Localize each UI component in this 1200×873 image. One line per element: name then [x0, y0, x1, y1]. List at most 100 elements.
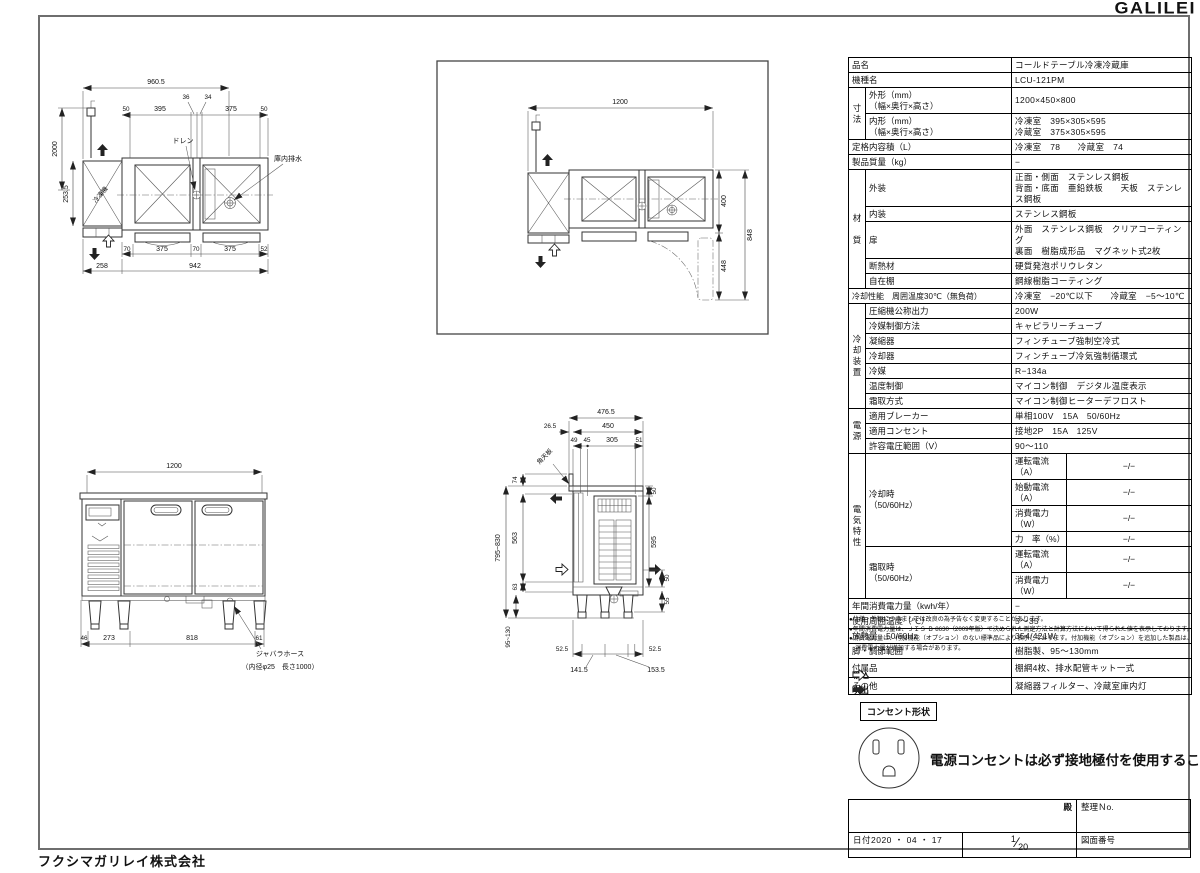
spec-row: 許容電圧範囲（V） 90～110	[849, 438, 1193, 454]
spec-row: 適用コンセント 接地2P 15A 125V	[849, 423, 1193, 439]
spec-value: −/−	[1066, 505, 1193, 532]
company-name: フクシマガリレイ株式会社	[38, 854, 207, 869]
dim-label: 253.5	[63, 185, 70, 203]
spec-row: 冷 却 装 置 圧縮機公称出力 200W	[848, 303, 1193, 409]
spec-label: 冷媒	[864, 363, 1013, 379]
drawing-number-cell: 図面番号	[1076, 832, 1191, 858]
dim-label: 61	[255, 635, 263, 642]
outlet-prong-slot	[897, 739, 905, 755]
spec-label: 内装	[864, 206, 1013, 222]
spec-value: マイコン制御ヒーターデフロスト	[1011, 393, 1193, 409]
blowout-arrow-icon	[97, 144, 108, 156]
spec-value: LCU-121PM	[1011, 72, 1193, 88]
spec-param: 力 率（%）	[1011, 531, 1068, 547]
spec-label: 冷却性能 周囲温度30℃（無負荷）	[847, 288, 1013, 304]
spec-param: 消費電力（W）	[1011, 505, 1068, 532]
sheet-slash: ⁄	[1015, 834, 1019, 850]
customer-name-cell: 殿	[848, 799, 1077, 833]
spec-group: 寸 法	[848, 87, 866, 140]
spec-group: 冷 却 装 置	[848, 303, 866, 409]
side-body	[568, 473, 644, 619]
note-line: ●仕様・外観につきましては改良の為予告なく変更することがあります。	[849, 616, 1047, 623]
spec-value: 外面 ステンレス鋼板 クリアコーティング 裏面 樹脂成形品 マグネット式2枚	[1011, 221, 1193, 259]
dim-label: 34	[204, 94, 212, 101]
dim-label: 848	[747, 229, 754, 241]
spec-row: 材 質 外装 正面・側面 ステンレス鋼板 背面・底面 亜鉛鉄板 天板 ステンレス…	[848, 169, 1193, 289]
spec-value: マイコン制御 デジタル温度表示	[1011, 378, 1193, 394]
dim-label: 55	[664, 597, 671, 605]
spec-row: 定格内容積（L） 冷凍室 78 冷蔵室 74	[847, 139, 1193, 155]
spec-row: 電 源 適用ブレーカー 単相100V 15A 50/60Hz	[848, 408, 1193, 454]
spec-value: フィンチューブ冷気強制循環式	[1011, 348, 1193, 364]
drawing-box	[436, 60, 769, 335]
notes-block: ●仕様・外観につきましては改良の為予告なく変更することがあります。 ●年間消費電…	[849, 615, 1197, 653]
spec-label: 自在棚	[864, 273, 1013, 289]
dim-label: 960.5	[147, 79, 165, 86]
airflow-legend: 吸込 吹出	[852, 667, 869, 697]
blowout-arrow-icon	[853, 684, 865, 695]
front-dimensions: 1200 46 273 818 61	[80, 463, 265, 647]
dim-label: 1200	[166, 463, 182, 470]
spec-row: 冷媒制御方法 キャピラリーチューブ	[849, 318, 1193, 334]
blowout-arrow-icon	[535, 256, 546, 268]
spec-row: その他 凝縮器フィルター、冷蔵室庫内灯	[847, 677, 1193, 695]
dim-label: 400	[721, 195, 728, 207]
spec-value: 凝縮器フィルター、冷蔵室庫内灯	[1011, 677, 1193, 695]
dim-label: 141.5	[570, 667, 588, 674]
spec-group: 電 源	[848, 408, 866, 454]
plan2-airflow-arrows	[535, 154, 561, 268]
dim-label: 45	[583, 437, 591, 444]
spec-group: 電 気 特 性	[848, 453, 866, 599]
spec-row: 消費電力（W） −/−	[849, 505, 1193, 532]
dim-label: 795~830	[495, 534, 502, 562]
interior-drain-label: 庫内排水	[274, 154, 302, 163]
plan-dimensions: 960.5 50 395 36 34 375 50 2000 253.5	[52, 79, 269, 274]
plan-body	[82, 100, 273, 246]
note-line: 消費電力量が増加する場合があります。	[849, 644, 965, 652]
spec-label: 断熱材	[864, 258, 1013, 274]
spec-label: 霜取方式	[864, 393, 1013, 409]
dim-label: 46	[80, 635, 88, 642]
dim-label: 52	[260, 246, 268, 253]
spec-label: 霜取時 （50/60Hz）	[864, 546, 1013, 599]
outlet-prong-slot	[872, 739, 880, 755]
spec-value: ステンレス鋼板	[1011, 206, 1193, 222]
spec-param: 運転電流（A）	[1011, 546, 1068, 573]
spec-label: 内形（mm） （幅×奥行×高さ）	[864, 113, 1013, 140]
dim-label: 70	[123, 246, 131, 253]
dim-label: 153.5	[647, 667, 665, 674]
spec-row: 力 率（%） −/−	[849, 531, 1193, 547]
front-legs	[88, 600, 267, 630]
dim-label: 563	[512, 532, 519, 544]
plan2-body	[527, 114, 718, 301]
spec-value: −	[1011, 154, 1193, 170]
spec-value: −/−	[1066, 453, 1193, 480]
spec-row: 霜取方式 マイコン制御ヒーターデフロスト	[849, 393, 1193, 409]
spec-value: −/−	[1066, 572, 1193, 599]
dim-label: 70	[192, 246, 200, 253]
spec-value: 200W	[1011, 303, 1193, 319]
ref-number-cell: 整理Ｎo.	[1076, 799, 1191, 833]
spec-row: 製品質量（kg） −	[847, 154, 1193, 170]
title-block-row: 日付2020 ・ 04 ・ 17 1⁄20 図面番号	[848, 832, 1191, 858]
dim-label: 2000	[52, 141, 59, 157]
spec-table: 品名 コールドテーブル冷凍冷蔵庫 機種名 LCU-121PM 寸 法 外形（mm…	[847, 57, 1193, 695]
title-block: 殿 整理Ｎo. 日付2020 ・ 04 ・ 17 1⁄20 図面番号	[848, 799, 1191, 858]
dim-label: 942	[189, 263, 201, 270]
spec-label: その他	[847, 677, 1013, 695]
spec-param: 運転電流（A）	[1011, 453, 1068, 480]
dim-label: 52.5	[649, 646, 662, 653]
spec-row: 冷媒 R−134a	[849, 363, 1193, 379]
spec-row: 機種名 LCU-121PM	[847, 72, 1193, 88]
spec-value: 1200×450×800	[1011, 87, 1193, 114]
blowout-arrow-icon	[550, 493, 562, 504]
hose-spec-label: （内径φ25 長さ1000）	[242, 662, 319, 671]
dim-label: 818	[186, 635, 198, 642]
spec-value: −/−	[1066, 479, 1193, 506]
outlet-ground-slot	[882, 765, 896, 777]
sheet-numerator: 1	[1010, 834, 1016, 844]
dim-label: 476.5	[597, 409, 615, 416]
dim-label: 305	[606, 437, 618, 444]
dim-label: 36	[182, 94, 190, 101]
spec-row: 内装 ステンレス鋼板	[849, 206, 1193, 222]
